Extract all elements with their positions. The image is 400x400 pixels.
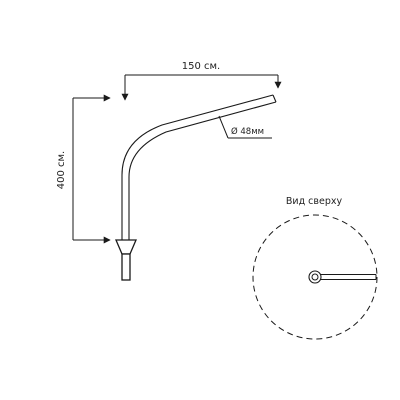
base-funnel <box>115 239 137 255</box>
height-dimension: 400 см. <box>56 94 111 244</box>
pole <box>121 94 277 240</box>
diameter-label: Ø 48мм <box>231 126 264 137</box>
width-dimension: 150 см. <box>121 61 282 101</box>
pole-tip <box>272 94 277 103</box>
height-label: 400 см. <box>56 151 67 190</box>
top-view-pole-inner <box>311 273 319 281</box>
top-view-reach-circle <box>252 214 378 340</box>
width-label: 150 см. <box>182 61 221 72</box>
mounting-base <box>115 239 137 281</box>
top-view-label: Вид сверху <box>286 196 343 207</box>
pole-inner-edge <box>128 101 277 240</box>
base-sleeve <box>121 253 131 281</box>
diameter-leader <box>218 115 229 139</box>
pole-outer-edge <box>121 94 274 240</box>
diameter-callout: Ø 48мм <box>218 115 272 139</box>
top-view: Вид сверху <box>252 196 378 340</box>
